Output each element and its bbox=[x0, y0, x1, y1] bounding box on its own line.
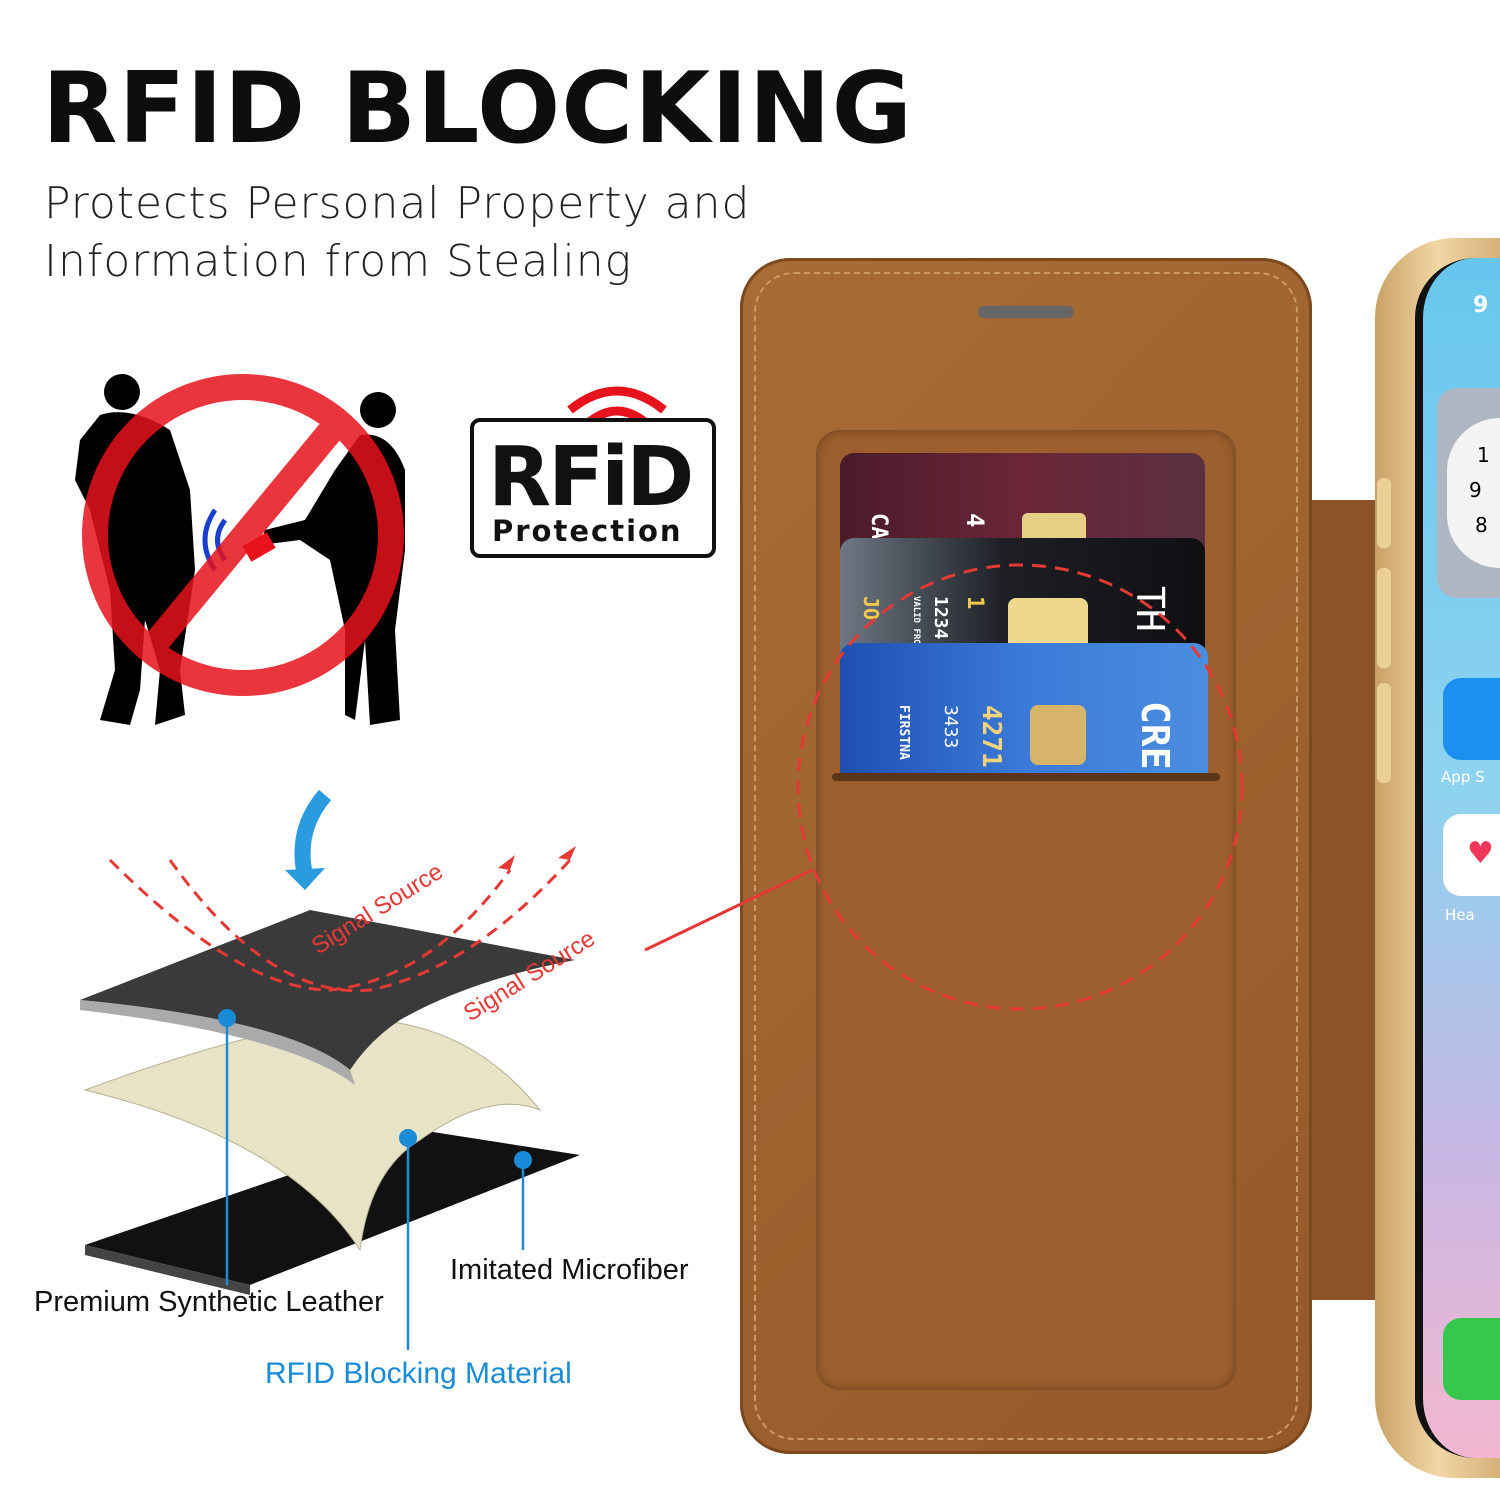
page-title: RFID BLOCKING bbox=[42, 52, 914, 166]
prohibited-icon bbox=[82, 374, 404, 696]
material-layers-diagram: Signal Source Signal Source bbox=[80, 790, 600, 1350]
callout-lines bbox=[225, 1020, 525, 1350]
health-app-icon[interactable]: ♥ bbox=[1443, 814, 1500, 896]
down-arrow-icon bbox=[294, 790, 332, 877]
no-skimming-illustration bbox=[75, 374, 405, 725]
phone-screen: 9 1 9 8 App S ♥ Hea bbox=[1415, 258, 1500, 1458]
silhouette-thief-icon bbox=[260, 392, 405, 725]
label-premium-synthetic-leather: Premium Synthetic Leather bbox=[34, 1286, 384, 1318]
card-slot-edge bbox=[832, 773, 1220, 781]
subtitle-line-2: Information from Stealing bbox=[44, 236, 633, 287]
speaker-slot bbox=[978, 306, 1074, 318]
flip-cover: CA 4 JO VALID FROM 1234 1 TH FIRSTNA 343… bbox=[740, 258, 1312, 1454]
app-store-icon[interactable] bbox=[1443, 678, 1500, 760]
rfid-protection-badge: RFiD Protection bbox=[470, 380, 716, 558]
card-reader-icon bbox=[242, 532, 276, 562]
badge-caption: Protection bbox=[492, 514, 683, 548]
health-app-label: Hea bbox=[1445, 906, 1475, 924]
label-rfid-blocking-material: RFID Blocking Material bbox=[265, 1357, 572, 1390]
card-chip bbox=[1008, 598, 1088, 650]
zoom-callout bbox=[644, 563, 1244, 1011]
credit-card-blue: FIRSTNA 3433 4271 CRE bbox=[840, 643, 1208, 778]
card-chip bbox=[1030, 705, 1086, 765]
volume-up-button bbox=[1377, 568, 1391, 668]
phone-app-icon[interactable] bbox=[1443, 1318, 1500, 1400]
status-time: 9 bbox=[1473, 293, 1489, 318]
volume-down-button bbox=[1377, 683, 1391, 783]
case-hinge bbox=[1300, 500, 1375, 1300]
side-button bbox=[1377, 478, 1391, 548]
app-store-label: App S bbox=[1441, 768, 1485, 786]
callout-dots bbox=[218, 1009, 532, 1169]
badge-logo-text: RFiD bbox=[488, 430, 694, 525]
subtitle-line-1: Protects Personal Property and bbox=[44, 178, 751, 229]
cover-stitching bbox=[754, 272, 1298, 1440]
phone-frame: 9 1 9 8 App S ♥ Hea bbox=[1375, 238, 1500, 1478]
signal-path bbox=[108, 858, 572, 993]
label-imitated-microfiber: Imitated Microfiber bbox=[450, 1254, 689, 1286]
layer-leather bbox=[80, 910, 575, 1070]
clock-widget: 1 9 8 bbox=[1437, 388, 1500, 598]
